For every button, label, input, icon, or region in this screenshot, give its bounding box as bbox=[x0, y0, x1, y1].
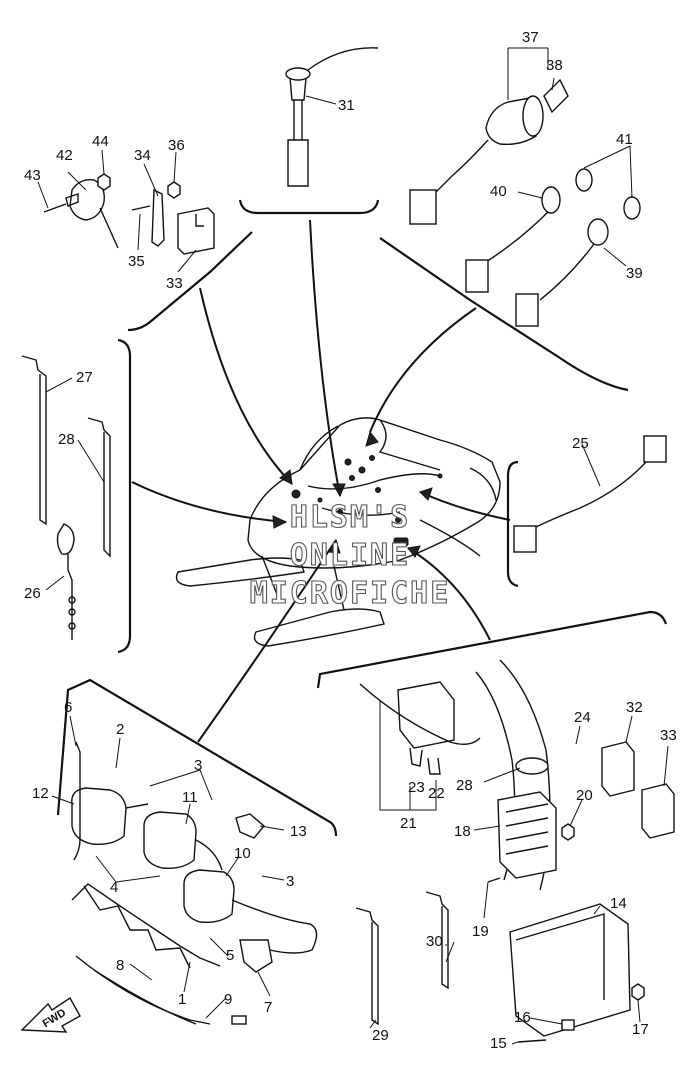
forward-direction-badge: FWD bbox=[20, 996, 81, 1033]
callout-11: 11 bbox=[182, 789, 198, 806]
ignition-coil-group bbox=[71, 741, 318, 1025]
callout-9: 9 bbox=[224, 991, 232, 1008]
connector-arrows bbox=[131, 219, 511, 743]
callout-33-top: 33 bbox=[166, 275, 183, 292]
callout-numbers: 37 38 41 40 39 31 42 43 44 34 36 35 33 2… bbox=[24, 29, 677, 1052]
callout-2: 2 bbox=[116, 721, 124, 738]
callout-28-right: 28 bbox=[456, 777, 473, 794]
callout-36: 36 bbox=[168, 137, 185, 154]
top-right-parts bbox=[409, 78, 641, 327]
sensor-31 bbox=[285, 47, 379, 187]
section-boundaries bbox=[56, 199, 668, 837]
watermark-line-1: HLSM'S bbox=[290, 500, 410, 535]
callout-24: 24 bbox=[574, 709, 591, 726]
callout-39: 39 bbox=[626, 265, 643, 282]
callout-25: 25 bbox=[572, 435, 589, 452]
callout-33-bottom: 33 bbox=[660, 727, 677, 744]
callout-1: 1 bbox=[178, 991, 186, 1008]
callout-34: 34 bbox=[134, 147, 151, 164]
leader-lines bbox=[37, 47, 669, 1045]
callout-22: 22 bbox=[428, 785, 445, 802]
left-middle-parts bbox=[21, 355, 111, 640]
watermark-line-2: ONLINE bbox=[290, 538, 410, 573]
callout-10: 10 bbox=[234, 845, 251, 862]
callout-40: 40 bbox=[490, 183, 507, 200]
cdi-group bbox=[355, 659, 675, 1043]
callout-43: 43 bbox=[24, 167, 41, 184]
callout-44: 44 bbox=[92, 133, 109, 150]
callout-41: 41 bbox=[616, 131, 633, 148]
callout-21: 21 bbox=[400, 815, 417, 832]
callout-28-left: 28 bbox=[58, 431, 75, 448]
callout-16: 16 bbox=[514, 1009, 531, 1026]
top-left-parts bbox=[43, 173, 215, 255]
callout-27: 27 bbox=[76, 369, 93, 386]
watermark: HLSM'S ONLINE MICROFICHE bbox=[249, 499, 451, 611]
callout-7: 7 bbox=[264, 999, 272, 1016]
snowmobile-illustration bbox=[175, 417, 501, 647]
callout-19: 19 bbox=[472, 923, 489, 940]
callout-4: 4 bbox=[110, 879, 118, 896]
callout-8: 8 bbox=[116, 957, 124, 974]
callout-12: 12 bbox=[32, 785, 49, 802]
callout-15: 15 bbox=[490, 1035, 507, 1052]
callout-38: 38 bbox=[546, 57, 563, 74]
callout-18: 18 bbox=[454, 823, 471, 840]
callout-29: 29 bbox=[372, 1027, 389, 1044]
callout-26: 26 bbox=[24, 585, 41, 602]
callout-3-bottom: 3 bbox=[286, 873, 294, 890]
callout-20: 20 bbox=[576, 787, 593, 804]
callout-17: 17 bbox=[632, 1021, 649, 1038]
callout-6: 6 bbox=[64, 699, 72, 716]
callout-30: 30 bbox=[426, 933, 443, 950]
callout-13: 13 bbox=[290, 823, 307, 840]
callout-37: 37 bbox=[522, 29, 539, 46]
callout-42: 42 bbox=[56, 147, 73, 164]
callout-5: 5 bbox=[226, 947, 234, 964]
callout-14: 14 bbox=[610, 895, 627, 912]
callout-32: 32 bbox=[626, 699, 643, 716]
callout-3-top: 3 bbox=[194, 757, 202, 774]
callout-35: 35 bbox=[128, 253, 145, 270]
callout-31: 31 bbox=[338, 97, 355, 114]
watermark-line-3: MICROFICHE bbox=[250, 576, 451, 611]
harness-25 bbox=[513, 435, 667, 553]
callout-23: 23 bbox=[408, 779, 425, 796]
